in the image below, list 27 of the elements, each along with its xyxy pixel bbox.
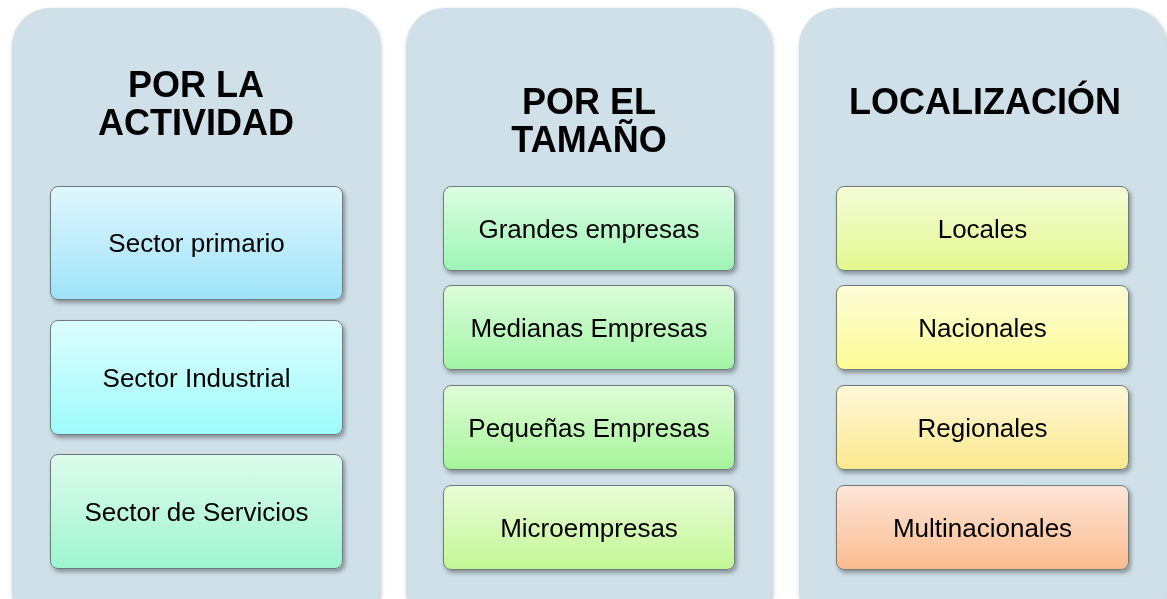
panel-heading: POR EL TAMAÑO xyxy=(510,83,668,159)
item-label: Multinacionales xyxy=(891,511,1074,544)
category-panel xyxy=(12,8,380,599)
item-label: Pequeñas Empresas xyxy=(467,411,711,444)
category-item-box xyxy=(836,385,1129,470)
category-item-box xyxy=(443,186,735,271)
category-item-box xyxy=(836,285,1129,370)
item-label: Sector Industrial xyxy=(101,361,292,394)
item-label: Sector primario xyxy=(107,227,286,259)
category-panel xyxy=(799,8,1167,599)
category-item-box xyxy=(836,485,1129,570)
item-label: Sector de Servicios xyxy=(83,495,310,528)
category-item-box xyxy=(443,285,735,370)
item-label: Microempresas xyxy=(499,511,679,544)
category-item-box xyxy=(50,320,343,435)
item-label: Grandes empresas xyxy=(477,212,701,245)
panel-heading: POR LA ACTIVIDAD xyxy=(97,66,295,142)
item-label: Medianas Empresas xyxy=(469,311,709,344)
item-label: Locales xyxy=(936,212,1029,245)
item-label: Regionales xyxy=(916,411,1049,444)
category-item-box xyxy=(50,454,343,569)
category-panel xyxy=(406,8,772,599)
category-item-box xyxy=(443,485,735,570)
category-item-box xyxy=(443,385,735,470)
category-item-box xyxy=(50,186,343,300)
item-label: Nacionales xyxy=(917,311,1048,344)
category-item-box xyxy=(836,186,1129,271)
